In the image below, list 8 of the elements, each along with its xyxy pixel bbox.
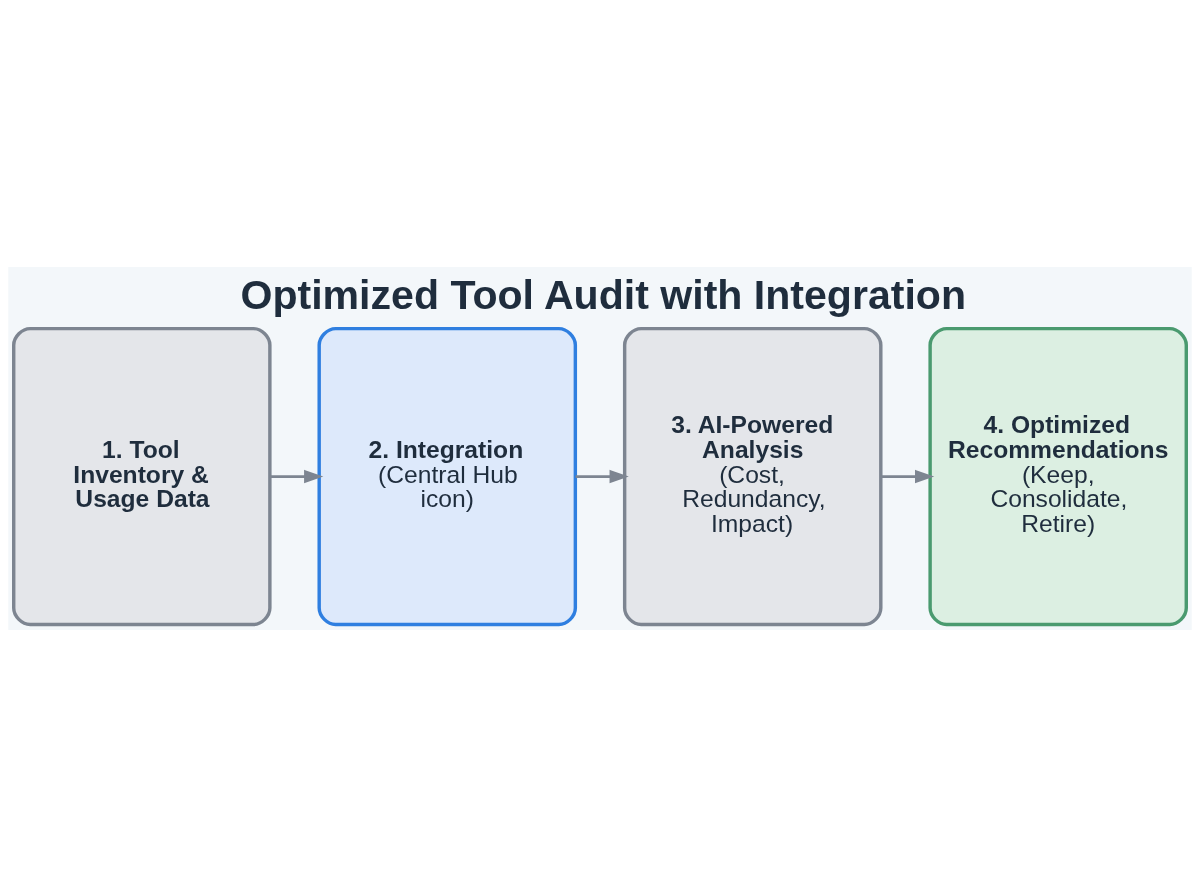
arrow (575, 469, 629, 483)
node-box: 4. Optimized Recommendations (Keep, Consolidate, Retire) (928, 326, 1188, 626)
diagram-title: Optimized Tool Audit with Integration (240, 271, 967, 318)
node-box: 1. Tool Inventory & Usage Data (12, 326, 272, 626)
arrow (270, 469, 324, 483)
node-box: 3. AI-Powered Analysis (Cost, Redundancy, Impact) (622, 326, 883, 626)
arrow (881, 469, 935, 483)
node-box: 2. Integration (Central Hub icon) (317, 326, 578, 626)
